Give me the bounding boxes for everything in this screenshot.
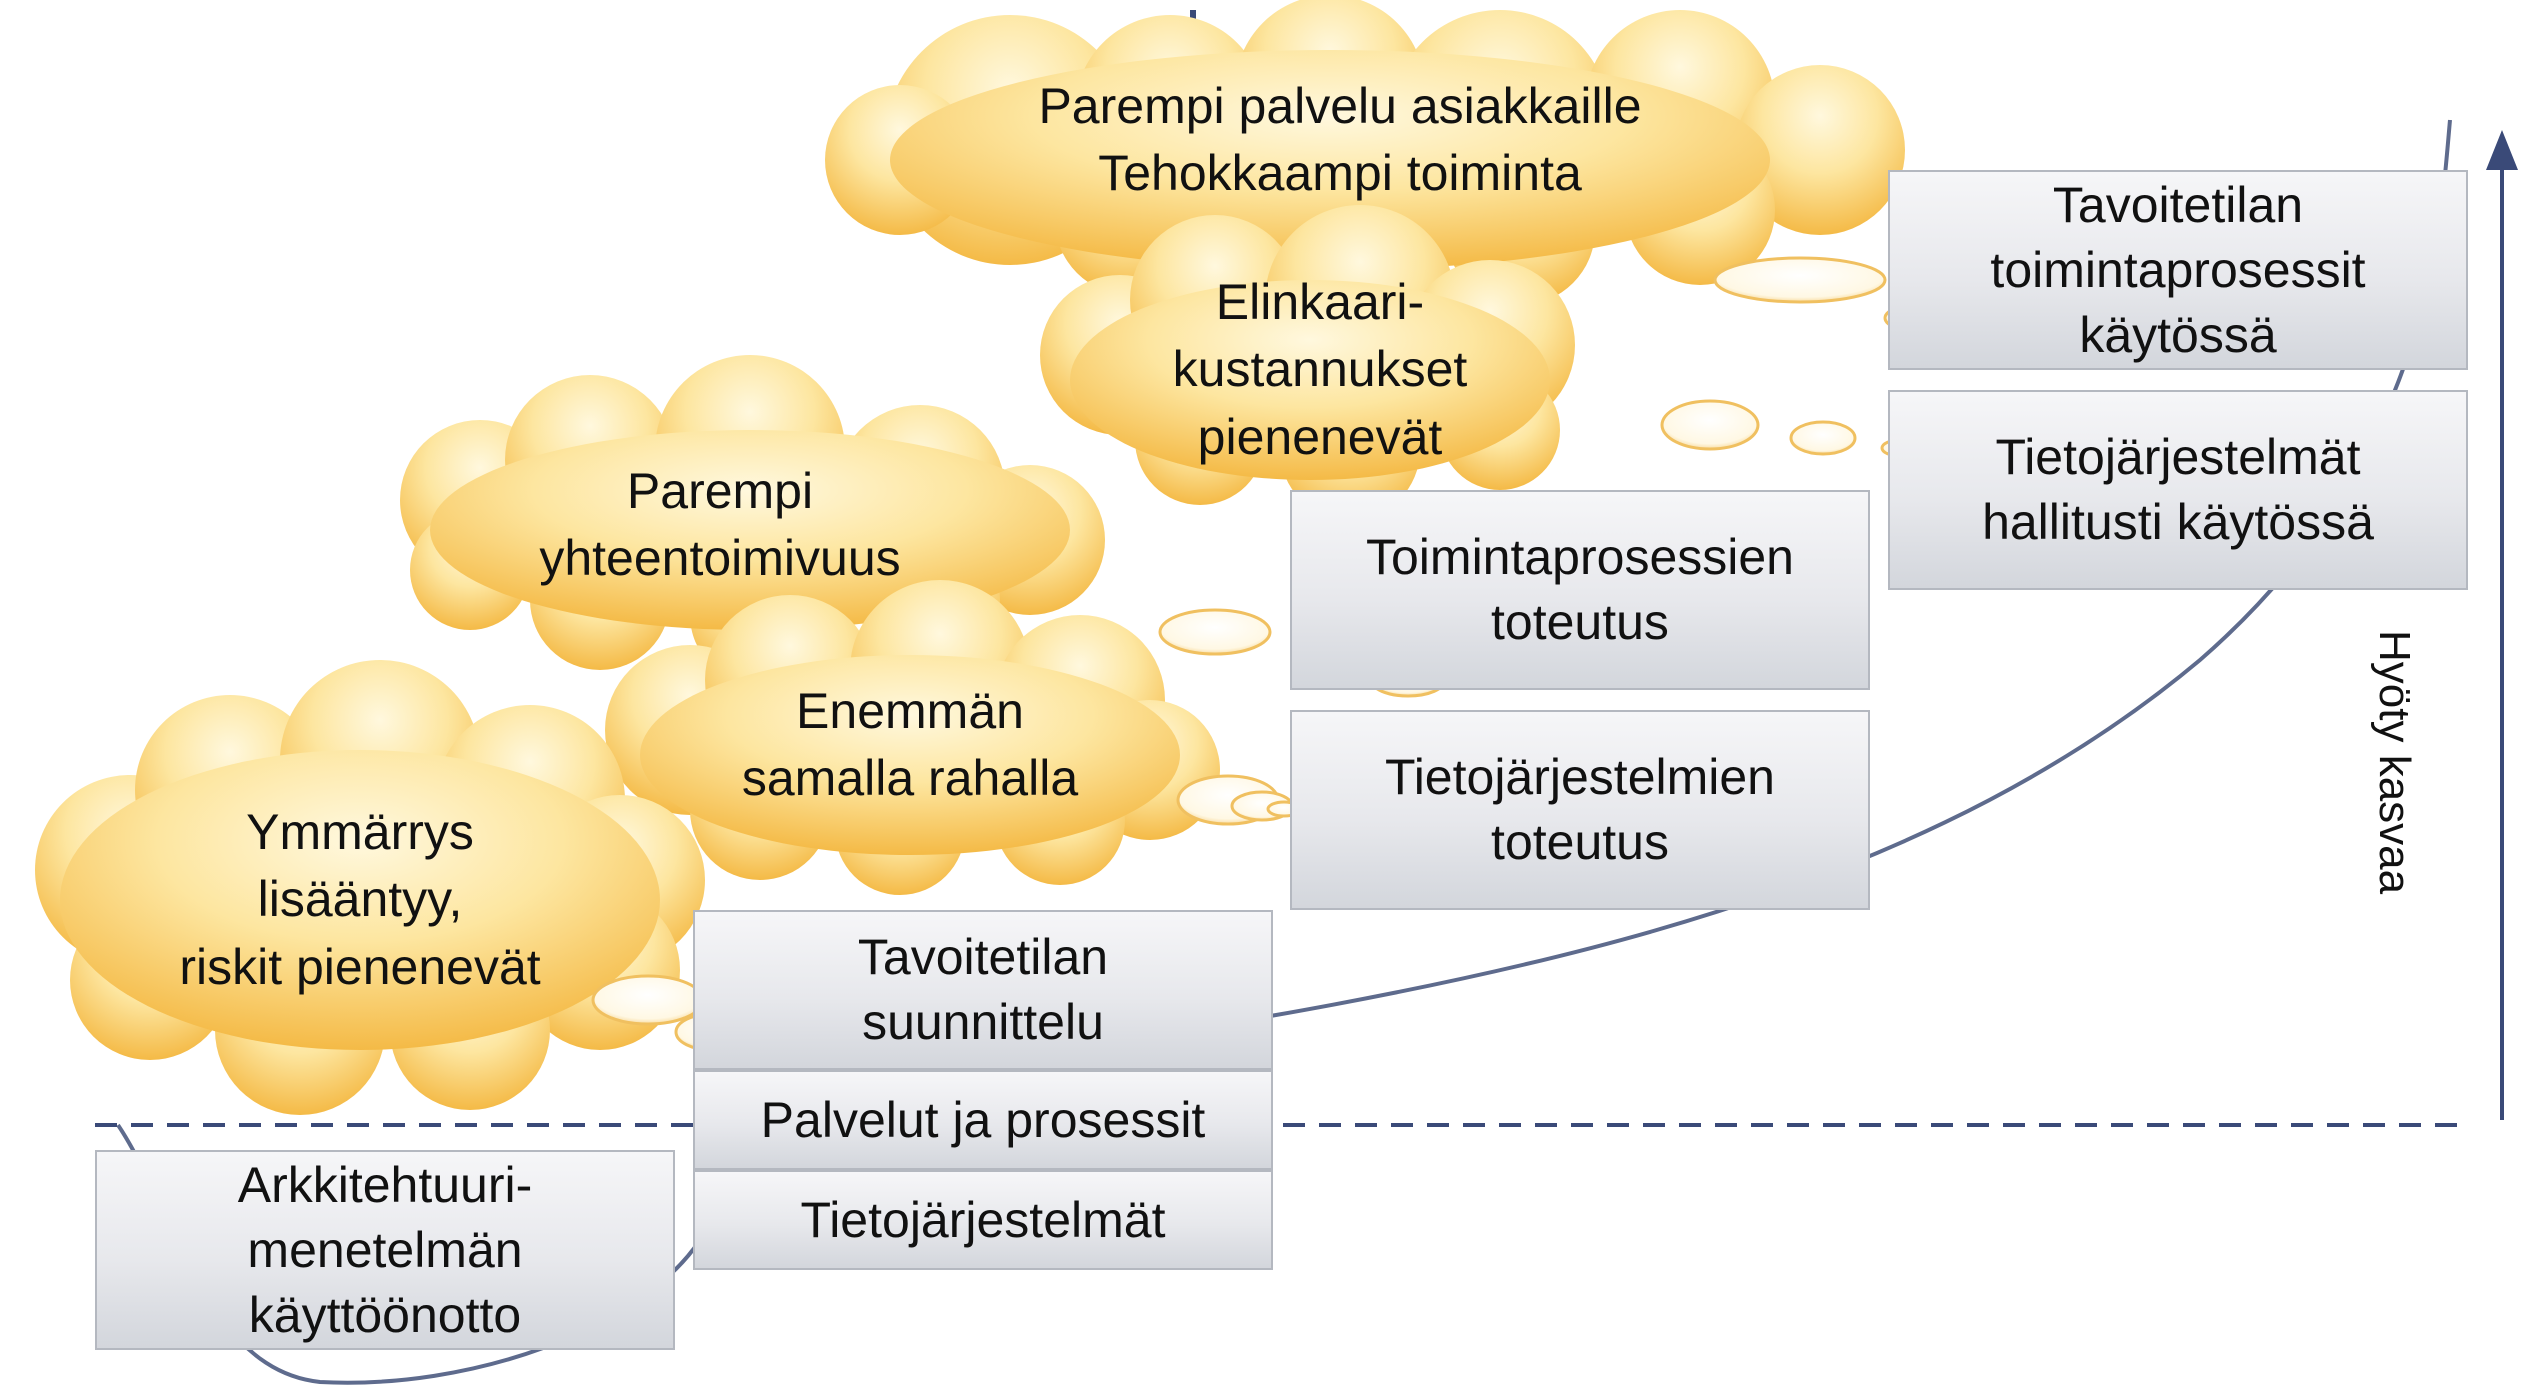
box-tietojarjestelmat-hallitusti: Tietojärjestelmät hallitusti käytössä [1888, 390, 2468, 590]
box-label-tp-toteutus: Toimintaprosessien toteutus [1366, 529, 1794, 650]
box-label-tp-kaytossa: Tavoitetilan toimintaprosessit käytössä [1990, 176, 2366, 363]
axis-arrow-head [2486, 130, 2518, 170]
box-toimintaprosessit-kaytossa: Tavoitetilan toimintaprosessit käytössä [1888, 170, 2468, 370]
cloud-text-elinkaari: Elinkaari- kustannukset pienenevät [1110, 270, 1530, 470]
cloud-label-enemman: Enemmän samalla rahalla [741, 682, 1079, 807]
cloud-elinkaari [1040, 205, 1575, 520]
cloud-text-ymmarrys: Ymmärrys lisääntyy, riskit pienenevät [110, 790, 610, 1010]
box-tietojarjestelmat: Tietojärjestelmät [693, 1170, 1273, 1270]
box-palvelut-ja-prosessit: Palvelut ja prosessit [693, 1070, 1273, 1170]
box-label-tj-toteutus: Tietojärjestelmien toteutus [1385, 749, 1775, 870]
box-tavoitetilan-suunnittelu: Tavoitetilan suunnittelu [693, 910, 1273, 1070]
box-label-kayttoonotto: Arkkitehtuuri- menetelmän käyttöönotto [237, 1156, 533, 1343]
cloud-enemman [605, 580, 1220, 895]
box-toimintaprosessien-toteutus: Toimintaprosessien toteutus [1290, 490, 1870, 690]
cloud-text-palvelu: Parempi palvelu asiakkaille Tehokkaampi … [900, 60, 1780, 220]
box-label-suunnittelu: Tavoitetilan suunnittelu [857, 929, 1109, 1050]
box-label-palvelut: Palvelut ja prosessit [760, 1091, 1206, 1148]
axis-label-hyoty: Hyöty kasvaa [2370, 630, 2419, 895]
cloud-text-yhteentoimivuus: Parempi yhteentoimivuus [460, 450, 980, 600]
box-label-tietojarjestelmat: Tietojärjestelmät [800, 1191, 1166, 1248]
cloud-label-yhteentoimivuus: Parempi yhteentoimivuus [539, 462, 901, 587]
box-arkkitehtuuri-kayttoonotto: Arkkitehtuuri- menetelmän käyttöönotto [95, 1150, 675, 1350]
cloud-ymmarrys [35, 660, 705, 1115]
cloud-text-enemman: Enemmän samalla rahalla [660, 670, 1160, 820]
box-label-tj-hallitusti: Tietojärjestelmät hallitusti käytössä [1982, 429, 2374, 550]
cloud-label-elinkaari: Elinkaari- kustannukset pienenevät [1172, 273, 1468, 465]
box-tietojarjestelmien-toteutus: Tietojärjestelmien toteutus [1290, 710, 1870, 910]
cloud-label-palvelu: Parempi palvelu asiakkaille Tehokkaampi … [1038, 77, 1642, 202]
cloud-label-ymmarrys: Ymmärrys lisääntyy, riskit pienenevät [179, 803, 541, 995]
